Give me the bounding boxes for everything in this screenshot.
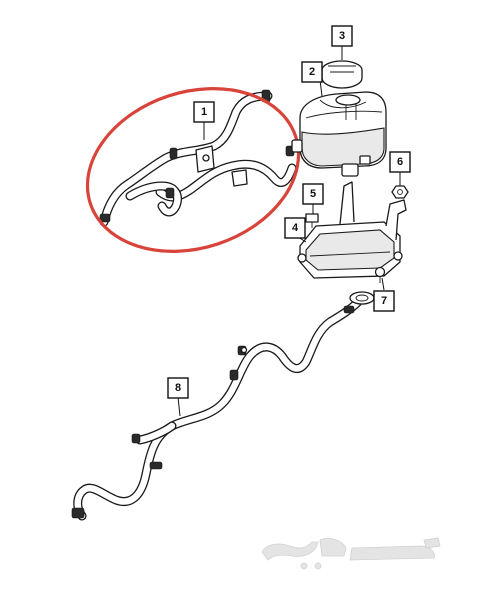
callout-4-label: 4 xyxy=(292,222,299,234)
callout-2: 2 xyxy=(301,61,323,83)
part-1-hose-assembly xyxy=(99,89,297,227)
callout-5-label: 5 xyxy=(310,188,316,200)
callout-8-label: 8 xyxy=(175,382,181,394)
callout-1: 1 xyxy=(193,101,215,123)
part-2-coolant-reservoir xyxy=(291,91,387,177)
callout-1-label: 1 xyxy=(201,106,207,118)
part-8-lower-hose xyxy=(71,291,375,521)
part-3-reservoir-cap xyxy=(321,60,363,106)
callout-2-label: 2 xyxy=(309,66,315,78)
callout-5: 5 xyxy=(302,183,324,205)
callout-7: 7 xyxy=(373,290,395,312)
watermark-logo xyxy=(261,537,441,570)
callout-3: 3 xyxy=(331,25,353,47)
callout-8: 8 xyxy=(167,377,189,399)
callout-6-label: 6 xyxy=(397,156,403,168)
callout-7-label: 7 xyxy=(381,295,387,307)
part-5-bolt xyxy=(305,213,319,228)
callout-6: 6 xyxy=(389,151,411,173)
callout-4: 4 xyxy=(284,217,306,239)
part-4-bracket xyxy=(297,181,407,279)
highlight-ellipse xyxy=(85,87,301,253)
callout-3-label: 3 xyxy=(339,30,345,42)
part-7-fastener xyxy=(374,266,386,283)
part-6-nut xyxy=(391,185,409,199)
